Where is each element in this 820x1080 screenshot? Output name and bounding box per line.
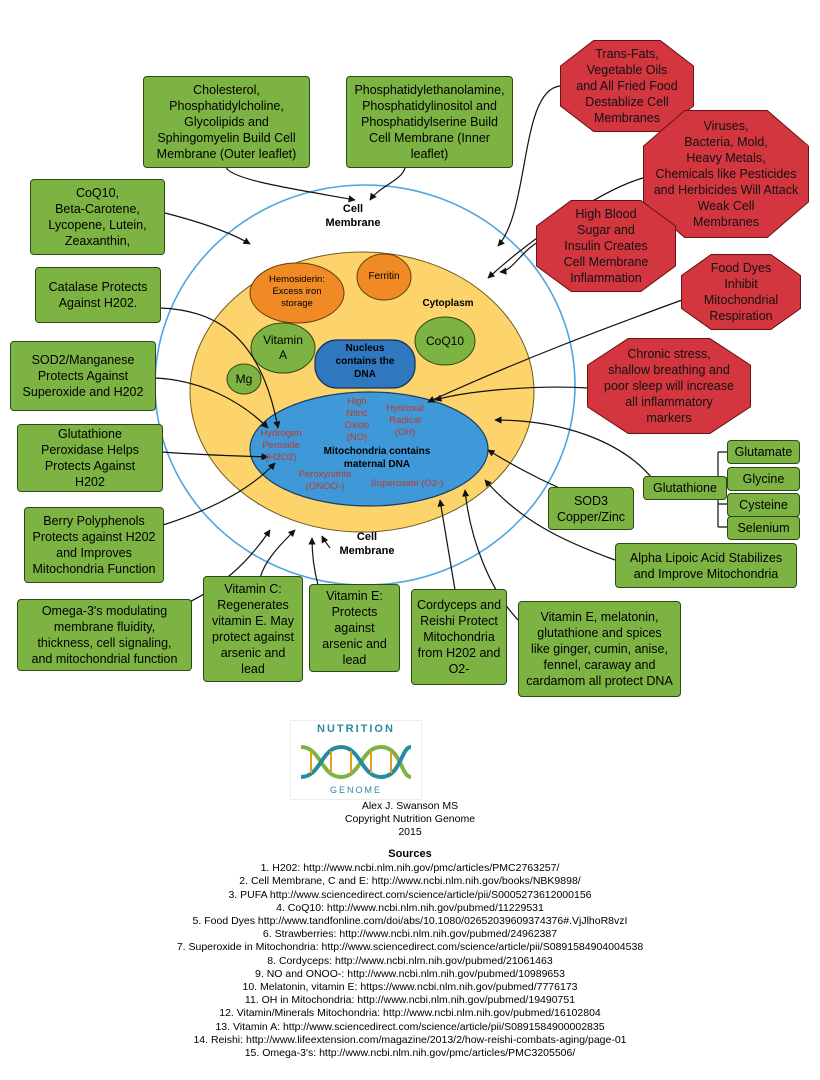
arrow-cordyceps bbox=[437, 499, 456, 591]
source-item: 11. OH in Mitochondria: http://www.ncbi.… bbox=[244, 994, 576, 1007]
glycine-box: Glycine bbox=[727, 467, 800, 491]
alpha-lipoic-box: Alpha Lipoic Acid Stabilizes and Improve… bbox=[615, 543, 797, 588]
sources-section: Sources 1. H202: http://www.ncbi.nlm.nih… bbox=[0, 848, 820, 1060]
nutrition-genome-logo: NUTRITION GENOME bbox=[290, 720, 422, 800]
hemosiderin-organelle bbox=[249, 262, 345, 324]
cytoplasm-label: Cytoplasm bbox=[422, 298, 474, 309]
source-item: 4. CoQ10: http://www.ncbi.nlm.nih.gov/pu… bbox=[276, 901, 544, 914]
source-item: 15. Omega-3's: http://www.ncbi.nlm.nih.g… bbox=[244, 1047, 576, 1060]
phosphatidyl-box: Phosphatidylethanolamine, Phosphatidylin… bbox=[346, 76, 513, 168]
mitochondria bbox=[249, 391, 489, 507]
vitamin-e-box: Vitamin E: Protects against arsenic and … bbox=[309, 584, 400, 672]
vitamin-a-label: Vitamin A bbox=[263, 333, 303, 362]
hydrogen-peroxide-label: Hydrogen Peroxide (H2O2) bbox=[260, 428, 302, 463]
hydroxal-label: Hydroxal Radical (OH) bbox=[386, 403, 424, 438]
selenium-box: Selenium bbox=[727, 516, 800, 540]
arrow-vitamin-e-melatonin bbox=[462, 489, 519, 621]
nucleus bbox=[314, 339, 416, 389]
food-dyes-octagon: Food Dyes Inhibit Mitochondrial Respirat… bbox=[682, 255, 800, 329]
arrow-vitamin-c bbox=[259, 529, 296, 579]
mg-organelle bbox=[226, 363, 262, 395]
membrane-top-label: Cell Membrane bbox=[325, 203, 381, 229]
stress-octagon: Chronic stress, shallow breathing and po… bbox=[588, 339, 750, 433]
vitamin-a-organelle bbox=[250, 322, 316, 374]
cholesterol-box: Cholesterol, Phosphatidylcholine, Glycol… bbox=[143, 76, 310, 168]
superoxide-label: Superoxide (O2-) bbox=[370, 478, 444, 489]
ferritin-organelle bbox=[356, 253, 412, 301]
ferritin-label: Ferritin bbox=[368, 271, 400, 282]
arrow-alpha-lipoic bbox=[484, 479, 616, 561]
peroxynitrite-label: Peroxynitrite (ONOO-) bbox=[298, 469, 352, 492]
coq10-organelle bbox=[414, 316, 476, 366]
glutathione-peroxidase-box: Glutathione Peroxidase Helps Protects Ag… bbox=[17, 424, 163, 492]
source-item: 6. Strawberries: http://www.ncbi.nlm.nih… bbox=[262, 928, 558, 941]
dna-helix-icon bbox=[300, 744, 412, 780]
coq10-label: CoQ10 bbox=[425, 334, 465, 348]
cell-diagram bbox=[154, 85, 728, 621]
logo-top-text: NUTRITION bbox=[317, 723, 395, 735]
arrow-stress bbox=[434, 386, 589, 402]
source-item: 13. Vitamin A: http://www.sciencedirect.… bbox=[215, 1020, 605, 1033]
glutamate-box: Glutamate bbox=[727, 440, 800, 464]
source-item: 3. PUFA http://www.sciencedirect.com/sci… bbox=[228, 888, 592, 901]
vitamin-e-melatonin-box: Vitamin E, melatonin, glutathione and sp… bbox=[518, 601, 681, 697]
membrane-bottom-label: Cell Membrane bbox=[339, 531, 395, 557]
arrow-sod2 bbox=[154, 377, 269, 429]
trans-fats-octagon: Trans-Fats, Vegetable Oils and All Fried… bbox=[561, 41, 693, 131]
berry-box: Berry Polyphenols Protects against H202 … bbox=[24, 507, 164, 583]
arrow-trans-fats bbox=[497, 85, 561, 247]
hemosiderin-label: Hemosiderin: Excess iron storage bbox=[269, 274, 325, 309]
sod2-box: SOD2/Manganese Protects Against Superoxi… bbox=[10, 341, 156, 411]
mg-label: Mg bbox=[235, 372, 253, 386]
cysteine-box: Cysteine bbox=[727, 493, 800, 517]
arrow-vitamin-e bbox=[308, 537, 319, 586]
source-item: 12. Vitamin/Minerals Mitochondria: http:… bbox=[219, 1007, 601, 1020]
cordyceps-box: Cordyceps and Reishi Protect Mitochondri… bbox=[411, 589, 507, 685]
arrow-berry bbox=[162, 462, 276, 526]
coq10-list-box: CoQ10, Beta-Carotene, Lycopene, Lutein, … bbox=[30, 179, 165, 255]
arrow-phosphatidyl bbox=[369, 167, 406, 201]
source-item: 7. Superoxide in Mitochondria: http://ww… bbox=[176, 941, 644, 954]
source-item: 10. Melatonin, vitamin E: https://www.nc… bbox=[242, 981, 578, 994]
arrow-catalase bbox=[159, 307, 281, 429]
arrow-coq10-list bbox=[164, 212, 251, 245]
sources-title: Sources bbox=[388, 848, 432, 860]
source-item: 8. Cordyceps: http://www.ncbi.nlm.nih.go… bbox=[267, 954, 553, 967]
glutathione-box: Glutathione bbox=[643, 476, 727, 500]
source-item: 9. NO and ONOO-: http://www.ncbi.nlm.nih… bbox=[255, 967, 565, 980]
arrow-food-dyes bbox=[427, 299, 683, 403]
source-item: 1. H202: http://www.ncbi.nlm.nih.gov/pmc… bbox=[260, 862, 560, 875]
arrow-cholesterol bbox=[225, 166, 356, 203]
viruses-octagon: Viruses, Bacteria, Mold, Heavy Metals, C… bbox=[644, 111, 808, 237]
nucleus-label: Nucleus contains the DNA bbox=[335, 343, 395, 380]
arrow-glutathione bbox=[494, 416, 653, 479]
sod3-box: SOD3 Copper/Zinc bbox=[548, 487, 634, 530]
logo-bottom-text: GENOME bbox=[329, 785, 382, 795]
nitric-oxide-label: High Nitric Oxide (NO) bbox=[344, 396, 370, 443]
arrow-membrane-bottom bbox=[321, 535, 331, 549]
vitamin-c-box: Vitamin C: Regenerates vitamin E. May pr… bbox=[203, 576, 303, 682]
blood-sugar-octagon: High Blood Sugar and Insulin Creates Cel… bbox=[537, 201, 675, 291]
catalase-box: Catalase Protects Against H202. bbox=[35, 267, 161, 323]
source-item: 2. Cell Membrane, C and E: http://www.nc… bbox=[239, 875, 581, 888]
credits: Alex J. Swanson MS Copyright Nutrition G… bbox=[344, 800, 476, 838]
omega3-box: Omega-3's modulating membrane fluidity, … bbox=[17, 599, 192, 671]
source-item: 14. Reishi: http://www.lifeextension.com… bbox=[193, 1033, 627, 1046]
source-item: 5. Food Dyes http://www.tandfonline.com/… bbox=[192, 915, 628, 928]
mitochondria-label: Mitochondria contains maternal DNA bbox=[323, 446, 431, 470]
arrow-glutathione-peroxidase bbox=[161, 451, 269, 461]
